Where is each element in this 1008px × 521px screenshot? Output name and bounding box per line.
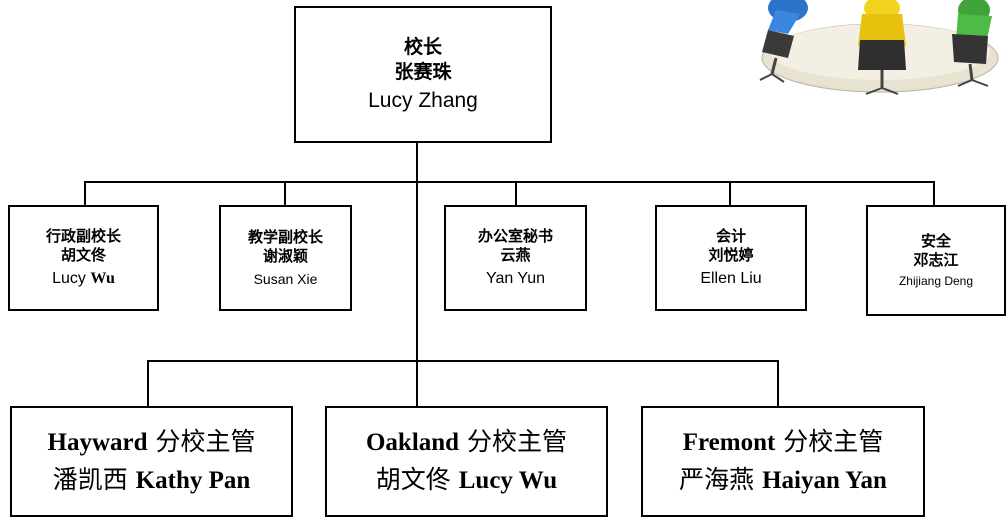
- mid-drop-2: [284, 181, 286, 205]
- branch-name-en: Haiyan Yan: [762, 466, 887, 494]
- deputy-name-en-bold: Wu: [90, 269, 115, 287]
- deputy-name-cn: 谢淑颖: [262, 247, 308, 266]
- branch-name-en: Kathy Pan: [135, 466, 251, 494]
- deputy-title: 教学副校长: [247, 227, 323, 246]
- branch-name-cn: 潘凯西: [52, 464, 136, 494]
- branch-supervisor: 潘凯西 Kathy Pan: [53, 462, 251, 499]
- deputy-name-en-plain: Lucy: [52, 269, 91, 287]
- principal-name-en: Lucy Zhang: [368, 88, 478, 112]
- safety-name-cn: 邓志江: [913, 251, 959, 270]
- branch-role: 分校主管: [459, 427, 568, 457]
- deputy-name-en: Lucy Wu: [52, 269, 115, 290]
- mid-drop-3: [515, 181, 517, 205]
- mid-drop-1: [84, 181, 86, 205]
- mid-drop-5: [933, 181, 935, 205]
- branch-name-cn: 胡文佟: [375, 464, 459, 494]
- deputy-name-en: Susan Xie: [253, 270, 318, 287]
- meeting-clipart-icon: [759, 0, 999, 95]
- branch-campus: Hayward: [47, 429, 148, 457]
- accountant-name-cn: 刘悦婷: [708, 246, 754, 265]
- deputy-box-teaching: 教学副校长 谢淑颖 Susan Xie: [219, 205, 352, 311]
- accountant-name-en: Ellen Liu: [700, 269, 762, 287]
- branch-heading: Hayward 分校主管: [48, 424, 256, 461]
- deputy-title: 行政副校长: [45, 226, 121, 245]
- principal-box: 校长 张赛珠 Lucy Zhang: [294, 6, 552, 143]
- principal-name-cn: 张赛珠: [394, 60, 452, 83]
- deputy-name-cn: 胡文佟: [60, 246, 106, 265]
- bottom-drop-3: [777, 360, 779, 406]
- mid-bus-line: [84, 181, 935, 183]
- deputy-box-admin: 行政副校长 胡文佟 Lucy Wu: [8, 205, 159, 311]
- safety-name-en: Zhijiang Deng: [898, 273, 974, 288]
- branch-name-en: Lucy Wu: [458, 466, 558, 494]
- branch-heading: Fremont 分校主管: [683, 424, 884, 461]
- branch-campus: Fremont: [682, 429, 776, 457]
- secretary-name-cn: 云燕: [500, 246, 531, 265]
- secretary-title: 办公室秘书: [477, 226, 553, 245]
- branch-role: 分校主管: [147, 427, 256, 457]
- principal-title: 校长: [403, 36, 442, 59]
- accountant-title: 会计: [715, 226, 746, 245]
- branch-role: 分校主管: [775, 427, 884, 457]
- branch-heading: Oakland 分校主管: [366, 424, 567, 461]
- mid-drop-4: [729, 181, 731, 205]
- branch-campus: Oakland: [365, 429, 460, 457]
- branch-box-hayward: Hayward 分校主管 潘凯西 Kathy Pan: [10, 406, 293, 517]
- secretary-name-en: Yan Yun: [485, 269, 546, 287]
- branch-box-fremont: Fremont 分校主管 严海燕 Haiyan Yan: [641, 406, 925, 517]
- safety-title: 安全: [920, 231, 951, 250]
- bottom-bus-line: [147, 360, 779, 362]
- branch-name-cn: 严海燕: [679, 464, 763, 494]
- safety-box: 安全 邓志江 Zhijiang Deng: [866, 205, 1006, 316]
- accountant-box: 会计 刘悦婷 Ellen Liu: [655, 205, 807, 311]
- bottom-drop-1: [147, 360, 149, 406]
- trunk-line: [416, 143, 418, 409]
- branch-box-oakland: Oakland 分校主管 胡文佟 Lucy Wu: [325, 406, 608, 517]
- branch-supervisor: 胡文佟 Lucy Wu: [376, 462, 557, 499]
- secretary-box: 办公室秘书 云燕 Yan Yun: [444, 205, 587, 311]
- branch-supervisor: 严海燕 Haiyan Yan: [679, 462, 887, 499]
